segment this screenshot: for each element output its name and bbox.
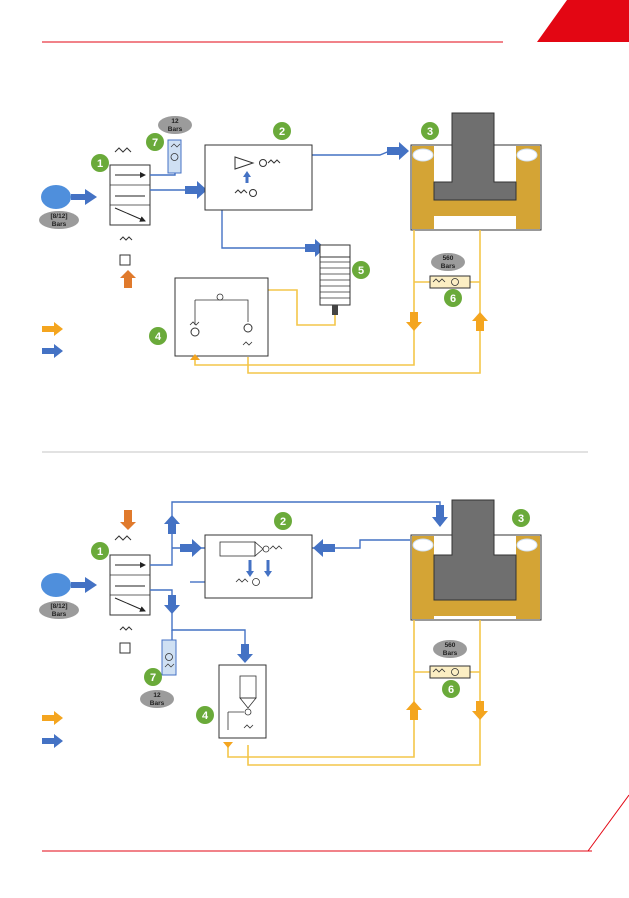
relief-valve [429, 275, 471, 289]
hydraulic-arrow-down [472, 701, 488, 720]
hydraulic-cylinder-5 [319, 244, 351, 315]
step-badge-4: 4 [155, 331, 162, 343]
relief-valve [429, 665, 471, 679]
footer-decoration [42, 794, 629, 852]
directional-valve [109, 535, 151, 654]
hydraulic-press [410, 112, 542, 231]
step-badge-6: 6 [450, 293, 456, 305]
supply-arrow [71, 189, 97, 205]
hydraulic-arrow-down [406, 312, 422, 331]
step-badge-7: 7 [152, 137, 158, 149]
pneumatic-arrow-into-booster [313, 539, 335, 557]
supply-pressure-label: [8/12]Bars [51, 603, 68, 618]
step-badge-4: 4 [202, 710, 209, 722]
pneumatic-arrow-to-booster [185, 181, 207, 199]
diagram-bottom: [8/12]Bars [39, 499, 542, 766]
legend-pneumatic-arrow [42, 734, 63, 748]
manual-actuator-arrow [120, 510, 136, 530]
step-badge-1: 1 [97, 546, 103, 558]
pressure-booster [204, 534, 313, 599]
air-supply-ellipse [41, 573, 71, 597]
legend-pneumatic-arrow [42, 344, 63, 358]
step-badge-3: 3 [427, 126, 433, 138]
header-decoration [42, 0, 629, 43]
hydraulic-press [410, 499, 542, 621]
pneumatic-arrow-to-press [432, 505, 448, 527]
step-badge-1: 1 [97, 158, 103, 170]
pressure-regulator [167, 139, 182, 174]
pneumatic-arrow-to-press [387, 142, 409, 160]
step-badge-7: 7 [150, 672, 156, 684]
step-badges: 1 2 3 4 5 6 7 [91, 122, 462, 345]
step-badge-2: 2 [280, 516, 286, 528]
step-badge-3: 3 [518, 513, 524, 525]
step-badge-6: 6 [448, 684, 454, 696]
relief-pressure-label-bg [433, 640, 467, 658]
air-supply-ellipse [41, 185, 71, 209]
hydraulic-arrow-up [472, 312, 488, 331]
manual-actuator-arrow [120, 270, 136, 288]
hydraulic-arrow-up [406, 701, 422, 720]
legend-hydraulic-arrow [42, 711, 63, 725]
step-badge-2: 2 [279, 126, 285, 138]
hydraulic-arrow-box-out [223, 742, 233, 748]
regulator-pressure-label-bg [140, 690, 174, 708]
pneumatic-arrow-to-intensifier [237, 644, 253, 663]
supply-pressure-label: [8/12]Bars [51, 213, 68, 228]
supply-pressure-label-bg [39, 211, 79, 229]
supply-pressure-label-bg [39, 601, 79, 619]
relief-pressure-label-bg [431, 253, 465, 271]
step-badge-5: 5 [358, 265, 364, 277]
supply-arrow [71, 577, 97, 593]
pneumatic-arrow-down [164, 595, 180, 614]
check-valve-block [174, 277, 269, 357]
pressure-regulator [161, 639, 177, 676]
hydraulic-arrow-box-in [190, 354, 200, 360]
pneumatic-arrow-up [164, 515, 180, 534]
legend-hydraulic-arrow [42, 322, 63, 336]
regulator-pressure-label-bg [158, 116, 192, 134]
directional-valve [109, 147, 151, 266]
intensifier-block [218, 664, 267, 739]
pressure-booster [204, 144, 313, 211]
pneumatic-arrow-to-booster [180, 539, 202, 557]
step-badges: 1 2 3 4 6 7 [91, 509, 530, 724]
